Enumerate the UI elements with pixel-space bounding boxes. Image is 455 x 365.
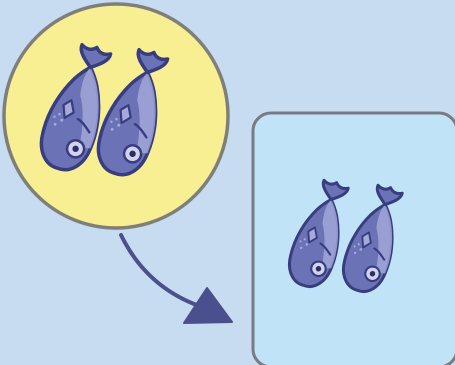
source-circle[interactable] — [4, 4, 228, 228]
target-slot[interactable] — [253, 113, 455, 365]
curved-arrow-icon — [121, 235, 232, 323]
